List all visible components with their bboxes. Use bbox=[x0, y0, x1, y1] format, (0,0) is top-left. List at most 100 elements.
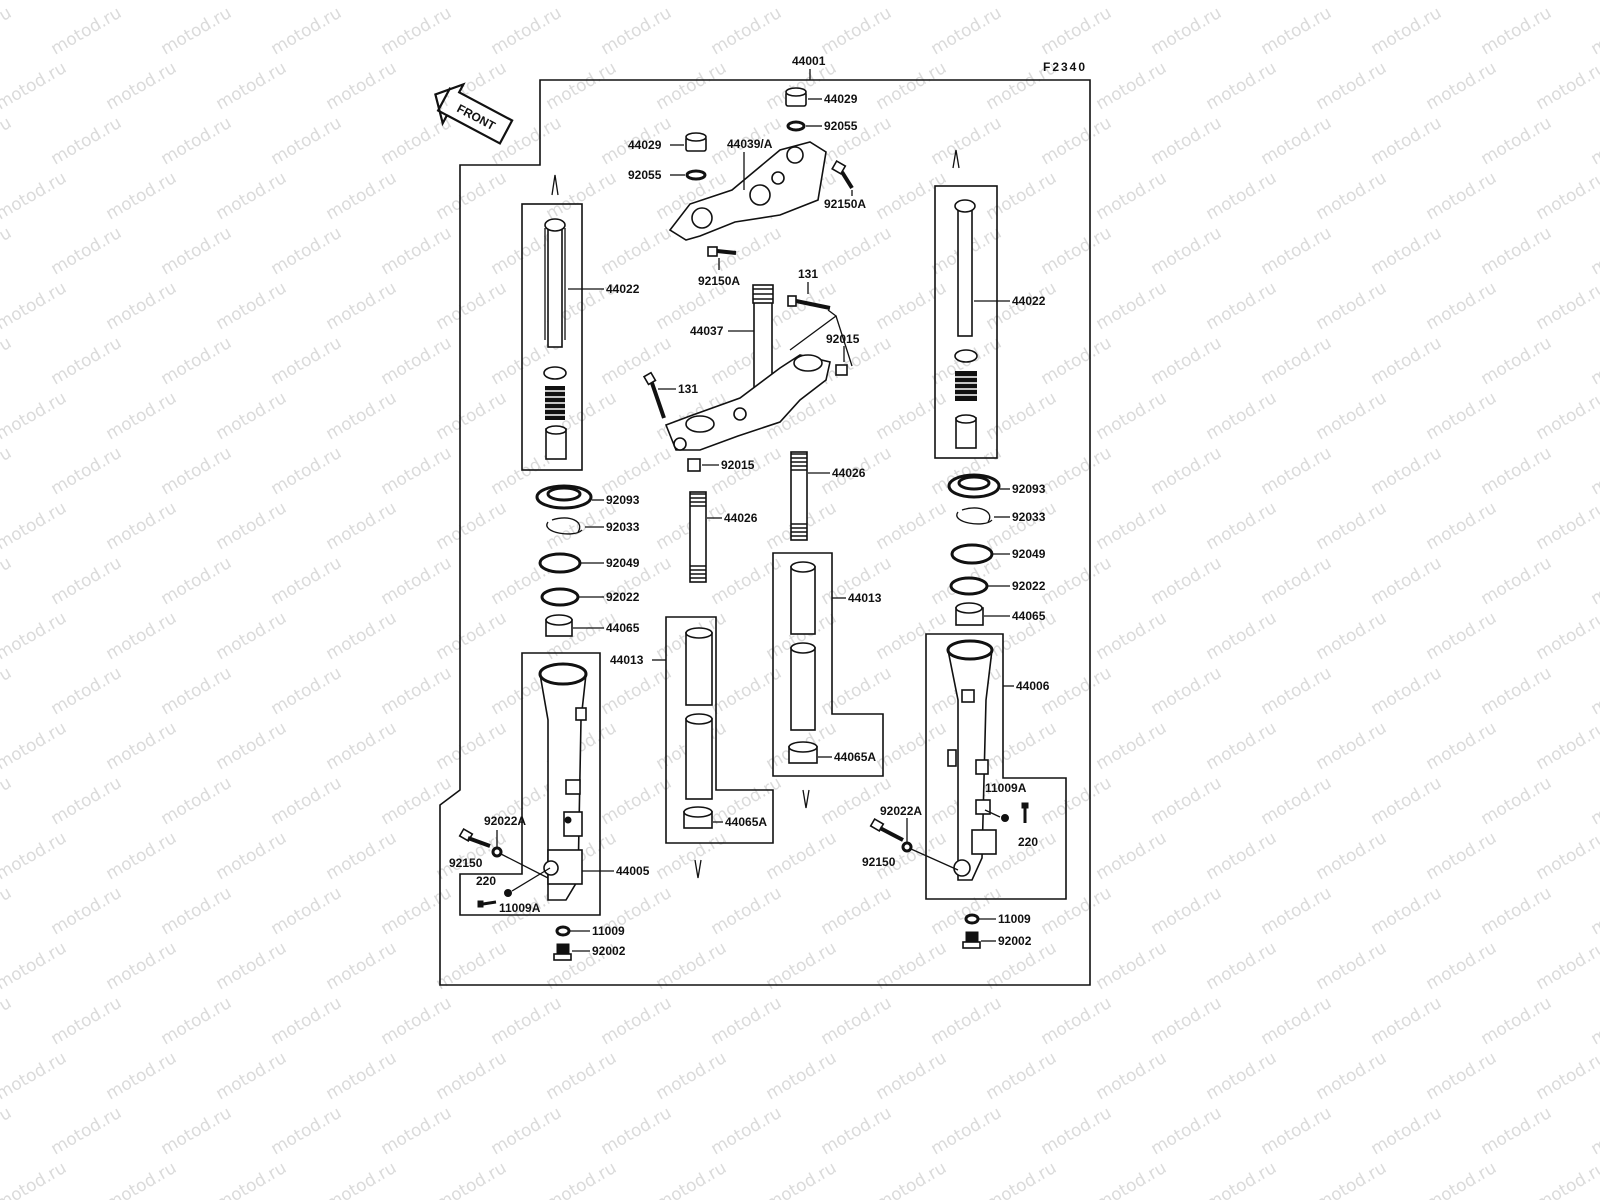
watermark-text: motod.ru bbox=[0, 1048, 70, 1104]
watermark-text: motod.ru bbox=[268, 773, 346, 829]
watermark-text: motod.ru bbox=[158, 443, 236, 499]
watermark-text: motod.ru bbox=[873, 278, 951, 334]
watermark-text: motod.ru bbox=[1423, 388, 1501, 444]
right-drain-bolt bbox=[962, 931, 981, 949]
watermark-text: motod.ru bbox=[1148, 223, 1226, 279]
left-outer-tube-group-frame bbox=[459, 652, 601, 916]
nut-upper bbox=[835, 364, 848, 376]
callout-a44037: 44037 bbox=[690, 324, 724, 338]
inner-tube-left bbox=[685, 627, 713, 800]
left-axle-bolt bbox=[458, 827, 491, 848]
watermark-text: motod.ru bbox=[48, 113, 126, 169]
callout-l44022: 44022 bbox=[606, 282, 640, 296]
watermark-text: motod.ru bbox=[763, 938, 841, 994]
watermark-text: motod.ru bbox=[708, 1103, 786, 1159]
watermark-text: motod.ru bbox=[1148, 443, 1226, 499]
watermark-text: motod.ru bbox=[873, 718, 951, 774]
callout-r92093: 92093 bbox=[1012, 482, 1046, 496]
watermark-text: motod.ru bbox=[1038, 3, 1116, 59]
watermark-text: motod.ru bbox=[323, 388, 401, 444]
watermark-text: motod.ru bbox=[1588, 883, 1600, 939]
right-axle-washer bbox=[901, 841, 913, 853]
watermark-text: motod.ru bbox=[1478, 663, 1556, 719]
watermark-text: motod.ru bbox=[1258, 553, 1336, 609]
watermark-text: motod.ru bbox=[158, 663, 236, 719]
watermark-text: motod.ru bbox=[488, 1103, 566, 1159]
watermark-text: motod.ru bbox=[433, 938, 511, 994]
watermark-text: motod.ru bbox=[1313, 278, 1391, 334]
watermark-text: motod.ru bbox=[653, 58, 731, 114]
callout-l220: 220 bbox=[476, 874, 496, 888]
callout-l92022: 92022 bbox=[606, 590, 640, 604]
watermark-text: motod.ru bbox=[268, 993, 346, 1049]
cap-top bbox=[785, 87, 807, 107]
watermark-text: motod.ru bbox=[0, 663, 15, 719]
watermark-text: motod.ru bbox=[1093, 498, 1171, 554]
watermark-text: motod.ru bbox=[1478, 223, 1556, 279]
watermark-text: motod.ru bbox=[1203, 1048, 1281, 1104]
watermark-text: motod.ru bbox=[1203, 278, 1281, 334]
callout-a44039: 44039/A bbox=[727, 137, 773, 151]
damper-pipe-right bbox=[790, 451, 808, 541]
right-gasket bbox=[964, 913, 980, 925]
watermark-text: motod.ru bbox=[213, 828, 291, 884]
watermark-text: motod.ru bbox=[708, 993, 786, 1049]
watermark-text: motod.ru bbox=[1368, 333, 1446, 389]
watermark-text: motod.ru bbox=[1368, 993, 1446, 1049]
callout-r11009A: 11009A bbox=[985, 781, 1027, 795]
watermark-text: motod.ru bbox=[1148, 993, 1226, 1049]
right-small-bolt bbox=[1021, 802, 1029, 823]
watermark-text: motod.ru bbox=[1588, 223, 1600, 279]
watermark-text: motod.ru bbox=[873, 608, 951, 664]
watermark-text: motod.ru bbox=[433, 498, 511, 554]
watermark-text: motod.ru bbox=[1588, 3, 1600, 59]
diagram-frame bbox=[439, 79, 1091, 986]
right-fork-pipe bbox=[957, 205, 973, 337]
callout-l11009: 11009 bbox=[592, 924, 625, 938]
inner-tube-right bbox=[790, 561, 816, 731]
watermark-text: motod.ru bbox=[103, 1158, 181, 1200]
watermark-text: motod.ru bbox=[598, 993, 676, 1049]
callout-r92022A: 92022A bbox=[880, 804, 922, 818]
watermark-text: motod.ru bbox=[1093, 828, 1171, 884]
watermark-text: motod.ru bbox=[653, 1048, 731, 1104]
watermark-text: motod.ru bbox=[268, 333, 346, 389]
watermark-text: motod.ru bbox=[1203, 58, 1281, 114]
watermark-text: motod.ru bbox=[0, 1103, 15, 1159]
watermark-text: motod.ru bbox=[433, 168, 511, 224]
watermark-text: motod.ru bbox=[158, 113, 236, 169]
watermark-text: motod.ru bbox=[1148, 883, 1226, 939]
left-retaining-ring bbox=[546, 517, 583, 535]
watermark-text: motod.ru bbox=[1258, 1103, 1336, 1159]
watermark-text: motod.ru bbox=[433, 388, 511, 444]
watermark-text: motod.ru bbox=[48, 553, 126, 609]
watermark-text: motod.ru bbox=[1258, 773, 1336, 829]
watermark-text: motod.ru bbox=[1258, 223, 1336, 279]
watermark-text: motod.ru bbox=[598, 333, 676, 389]
watermark-text: motod.ru bbox=[818, 883, 896, 939]
watermark-text: motod.ru bbox=[0, 333, 15, 389]
watermark-text: motod.ru bbox=[323, 608, 401, 664]
callout-b92150A: 92150A bbox=[698, 274, 740, 288]
watermark-text: motod.ru bbox=[543, 58, 621, 114]
watermark-text: motod.ru bbox=[598, 773, 676, 829]
watermark-text: motod.ru bbox=[1203, 1158, 1281, 1200]
bolt-upper-right bbox=[831, 159, 854, 190]
watermark-text: motod.ru bbox=[598, 1103, 676, 1159]
right-retaining-ring bbox=[956, 507, 993, 525]
watermark-text: motod.ru bbox=[1038, 773, 1116, 829]
callout-b92055: 92055 bbox=[628, 168, 662, 182]
watermark-text: motod.ru bbox=[1313, 58, 1391, 114]
watermark-text: motod.ru bbox=[323, 58, 401, 114]
watermark-text: motod.ru bbox=[378, 553, 456, 609]
watermark-text: motod.ru bbox=[928, 993, 1006, 1049]
callout-l44065: 44065 bbox=[606, 621, 640, 635]
watermark-text: motod.ru bbox=[103, 828, 181, 884]
right-seal-ring bbox=[950, 543, 994, 565]
callout-m44065Aa: 44065A bbox=[834, 750, 876, 764]
left-drain-bolt bbox=[553, 943, 572, 961]
watermark-text: motod.ru bbox=[1588, 663, 1600, 719]
left-axle-washer bbox=[491, 846, 503, 858]
right-axle-bolt bbox=[869, 817, 904, 842]
watermark-text: motod.ru bbox=[1423, 828, 1501, 884]
